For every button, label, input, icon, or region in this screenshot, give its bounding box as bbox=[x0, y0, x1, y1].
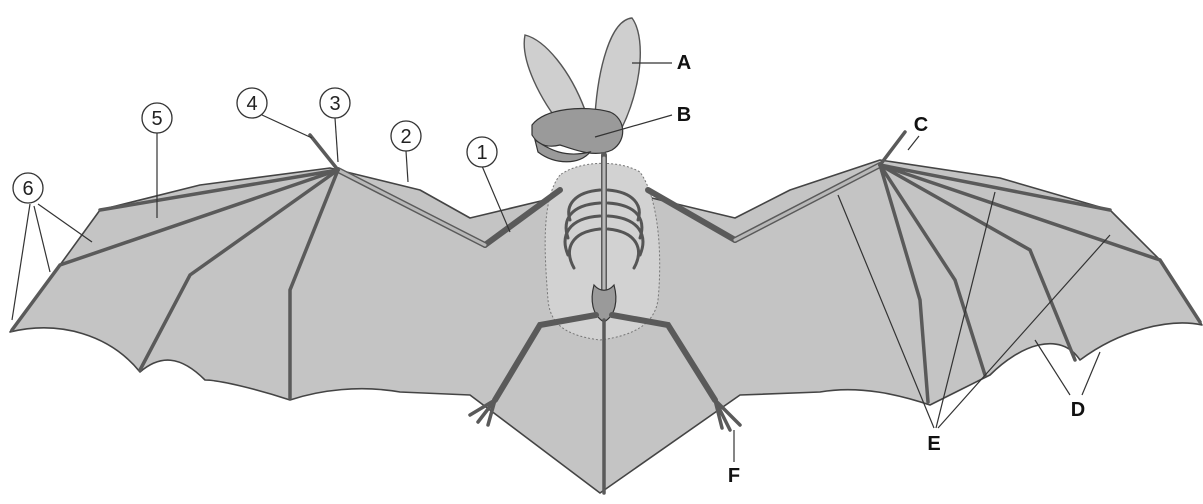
number-label-3: 3 bbox=[320, 88, 350, 118]
number-label-4: 4 bbox=[237, 88, 267, 118]
svg-text:3: 3 bbox=[329, 93, 340, 115]
letter-label-a: A bbox=[677, 52, 691, 74]
number-label-2: 2 bbox=[391, 121, 421, 151]
letter-label-e: E bbox=[927, 433, 940, 455]
svg-text:1: 1 bbox=[476, 142, 487, 164]
number-label-6: 6 bbox=[13, 173, 43, 203]
letter-label-c: C bbox=[914, 114, 928, 136]
svg-text:2: 2 bbox=[400, 126, 411, 148]
number-label-5: 5 bbox=[142, 103, 172, 133]
svg-text:6: 6 bbox=[22, 178, 33, 200]
letter-label-b: B bbox=[677, 104, 691, 126]
number-label-1: 1 bbox=[467, 137, 497, 167]
svg-text:5: 5 bbox=[151, 108, 162, 130]
letter-label-d: D bbox=[1071, 399, 1085, 421]
svg-text:4: 4 bbox=[246, 93, 257, 115]
letter-label-f: F bbox=[728, 465, 740, 487]
